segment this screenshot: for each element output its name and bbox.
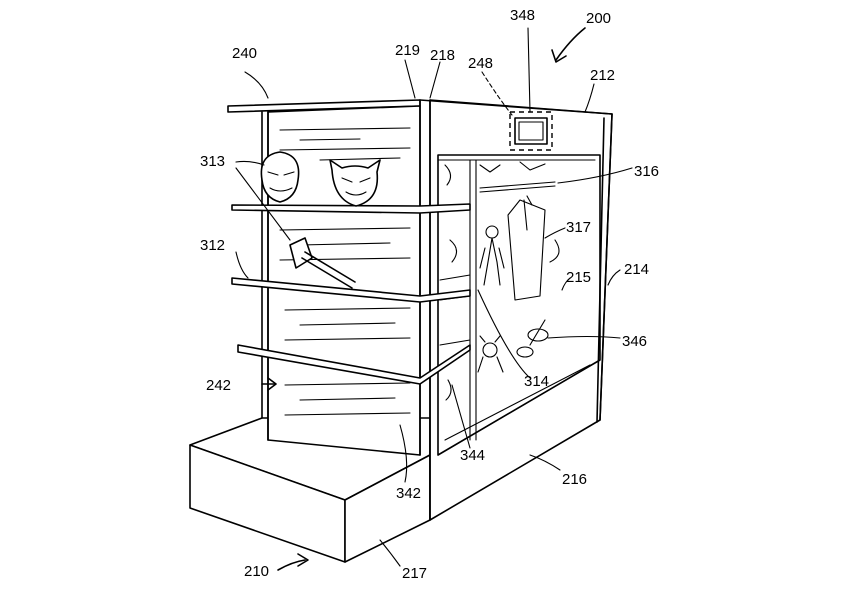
label-316: 316: [634, 163, 659, 180]
label-242: 242: [206, 377, 231, 394]
label-200: 200: [586, 10, 611, 27]
label-346: 346: [622, 333, 647, 350]
label-210: 210: [244, 563, 269, 580]
left-shelving: [227, 99, 471, 521]
label-312: 312: [200, 237, 225, 254]
arrow-marks: [261, 27, 586, 571]
label-317: 317: [566, 219, 591, 236]
leader-lines: [235, 27, 633, 567]
label-344: 344: [460, 447, 485, 464]
label-248: 248: [468, 55, 493, 72]
reference-numerals: 200 348 248 219 218 212 240 313 312 316 …: [200, 7, 659, 582]
label-212: 212: [590, 67, 615, 84]
label-219: 219: [395, 42, 420, 59]
label-314: 314: [524, 373, 549, 390]
right-cabinet: [419, 99, 613, 521]
label-240: 240: [232, 45, 257, 62]
label-218: 218: [430, 47, 455, 64]
label-313: 313: [200, 153, 225, 170]
label-216: 216: [562, 471, 587, 488]
label-214: 214: [624, 261, 649, 278]
label-348: 348: [510, 7, 535, 24]
label-215: 215: [566, 269, 591, 286]
label-217: 217: [402, 565, 427, 582]
label-342: 342: [396, 485, 421, 502]
